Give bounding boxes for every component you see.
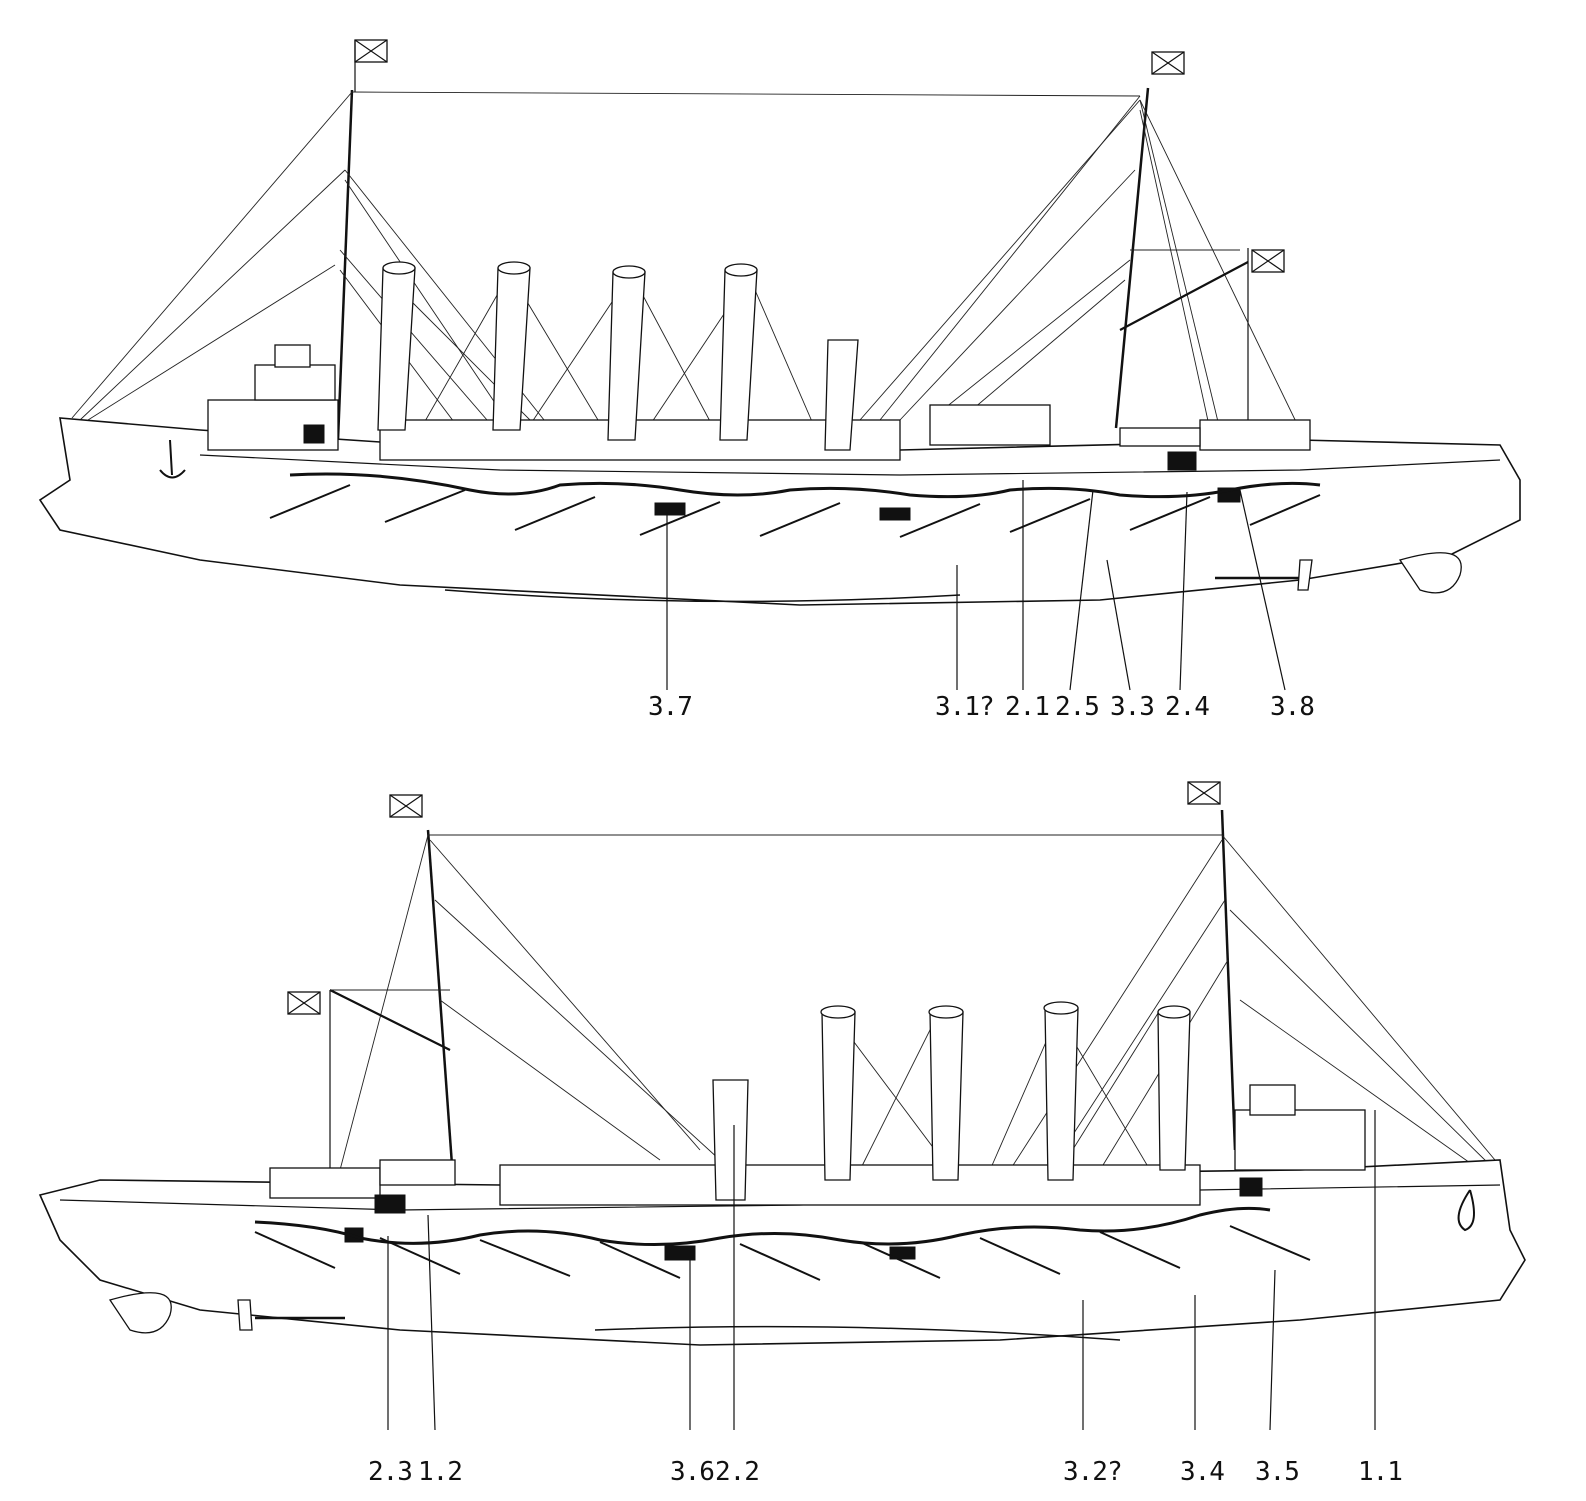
foremast-top: [336, 89, 354, 441]
callout-label: 2.5: [1055, 692, 1099, 722]
callout-label: 3.1?: [935, 692, 994, 722]
superstructure-top: [207, 344, 1311, 521]
flag-stern-bottom: [287, 990, 331, 1170]
waterline-curve-top: [444, 589, 961, 603]
ship-view-bottom: 2.3 1.2 3.6 2.2 3.2? 3.4 3.5 1.1: [38, 781, 1526, 1487]
flag-main-top: [1151, 51, 1185, 75]
funnels-bottom: [712, 1001, 1191, 1201]
flag-stern-top: [1247, 248, 1285, 428]
waterline-curve-bottom: [594, 1325, 1121, 1341]
callout-label: 3.5: [1255, 1457, 1299, 1487]
stern-gear-top: [1215, 552, 1462, 594]
flag-main-bottom: [1187, 781, 1221, 805]
deck-sheer-top: [199, 454, 1501, 476]
callout-label: 1.2: [418, 1457, 462, 1487]
callouts-top: 3.7 3.1? 2.1 2.5 3.3 2.4 3.8: [648, 692, 1315, 722]
callout-label: 3.8: [1270, 692, 1314, 722]
rigging-top: [71, 91, 1301, 441]
flag-fore-bottom: [389, 794, 423, 818]
stern-gear-bottom: [108, 1292, 345, 1334]
callouts-bottom: 2.3 1.2 3.6 2.2 3.2? 3.4 3.5 1.1: [368, 1457, 1403, 1487]
callout-label: 2.4: [1165, 692, 1209, 722]
foremast-bottom: [426, 829, 454, 1166]
callout-label: 3.4: [1180, 1457, 1224, 1487]
callout-leaders-top: [666, 480, 1286, 691]
flag-fore-top: [354, 39, 388, 92]
callout-label: 1.1: [1358, 1457, 1402, 1487]
callout-label: 3.7: [648, 692, 692, 722]
callout-leaders-bottom: [387, 1110, 1376, 1431]
callout-label: 2.3: [368, 1457, 412, 1487]
antenna-stay-top: [351, 91, 1141, 97]
ship-view-top: 3.7 3.1? 2.1 2.5 3.3 2.4 3.8: [38, 39, 1521, 722]
bow-anchor-top: [159, 439, 186, 479]
bow-anchor-bottom: [1457, 1189, 1475, 1232]
armor-belt-top: [289, 472, 1321, 499]
callout-label: 2.2: [715, 1457, 759, 1487]
armor-belt-bottom: [254, 1206, 1271, 1247]
mainmast-top: [1114, 87, 1150, 429]
funnels-top: [377, 261, 859, 451]
booms-top: [269, 484, 1321, 538]
rigging-bottom: [329, 834, 1496, 1171]
callout-label: 2.1: [1005, 692, 1049, 722]
mainmast-bottom: [1220, 809, 1237, 1151]
booms-bottom: [254, 1225, 1311, 1281]
callout-label: 3.6: [670, 1457, 714, 1487]
callout-label: 3.2?: [1063, 1457, 1122, 1487]
callout-label: 3.3: [1110, 692, 1154, 722]
